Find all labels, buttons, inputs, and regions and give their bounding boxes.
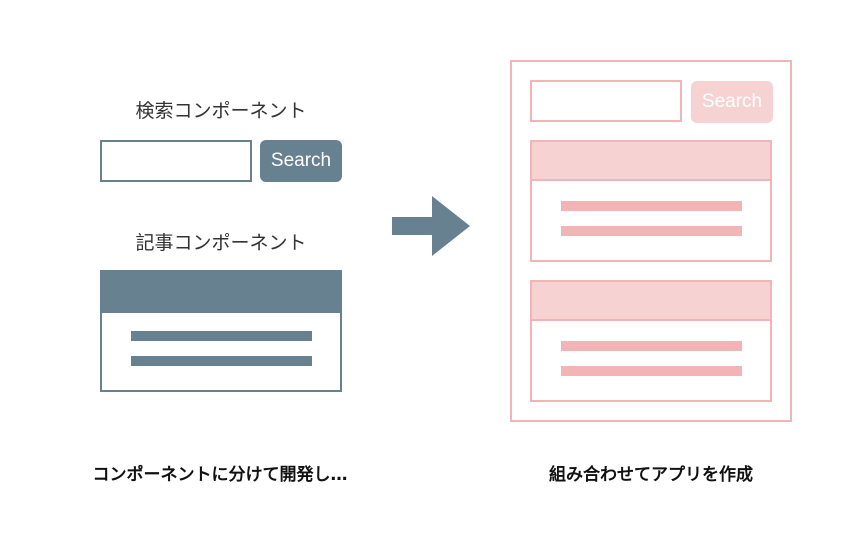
app-article-card-header <box>532 142 770 181</box>
article-card <box>100 270 342 392</box>
right-arrow-icon <box>392 196 470 256</box>
app-article-card-header <box>532 282 770 321</box>
article-text-line <box>131 356 312 366</box>
app-search-button[interactable]: Search <box>691 81 773 123</box>
search-component-label: 検索コンポーネント <box>135 100 307 122</box>
right-caption: 組み合わせてアプリを作成 <box>549 465 753 485</box>
article-component-label: 記事コンポーネント <box>135 232 307 254</box>
search-input[interactable] <box>100 140 252 182</box>
app-article-card <box>530 280 772 402</box>
app-search-input[interactable] <box>530 80 682 122</box>
app-frame: Search <box>510 60 792 422</box>
search-button[interactable]: Search <box>260 140 342 182</box>
app-article-text-line <box>561 366 742 376</box>
left-caption: コンポーネントに分けて開発し… <box>92 465 348 485</box>
app-article-card <box>530 140 772 262</box>
app-article-text-line <box>561 226 742 236</box>
app-article-text-line <box>561 201 742 211</box>
article-text-line <box>131 331 312 341</box>
app-article-text-line <box>561 341 742 351</box>
article-card-header <box>100 270 342 313</box>
